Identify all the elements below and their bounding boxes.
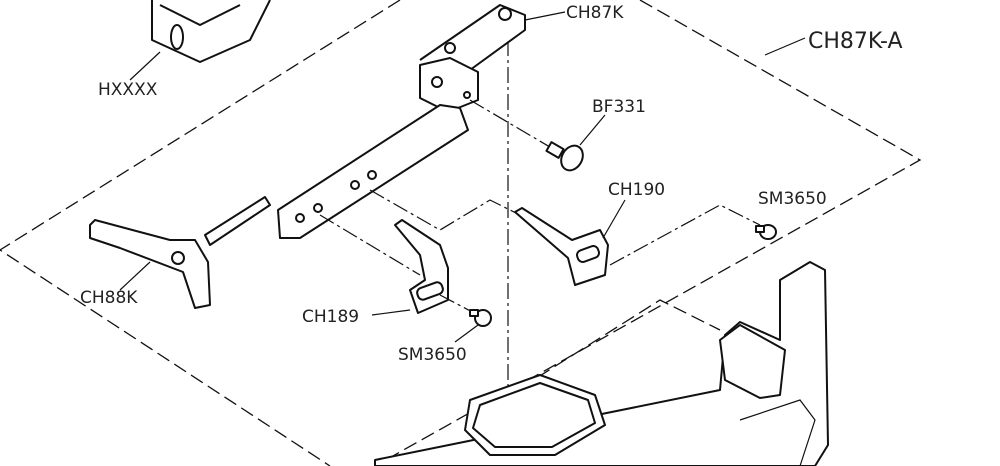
label-bf331: BF331 — [592, 97, 646, 117]
part-sm3650-bottom[interactable] — [469, 309, 492, 327]
label-sm3650-right: SM3650 — [758, 189, 827, 209]
part-ch190[interactable] — [514, 207, 609, 286]
part-base-plate[interactable] — [374, 261, 829, 466]
leader-bf331 — [579, 114, 606, 146]
label-ch189: CH189 — [302, 307, 359, 327]
leader-ch88k — [119, 261, 151, 291]
part-ch88k[interactable] — [89, 219, 211, 309]
axis-ch189 — [319, 214, 421, 276]
axis-bf331 — [469, 99, 556, 151]
assembly-boundary — [0, 0, 922, 466]
part-ch189[interactable] — [394, 219, 449, 314]
label-hxxxx: HXXXX — [98, 80, 158, 100]
part-ch88k-shaft[interactable] — [204, 196, 271, 246]
leader-ch189 — [371, 309, 411, 316]
label-sm3650-bottom: SM3650 — [398, 345, 467, 365]
label-ch87k: CH87K — [566, 3, 624, 23]
label-ch88k: CH88K — [80, 288, 138, 308]
leader-ch87k-a — [764, 37, 806, 56]
part-sm3650-right[interactable] — [755, 224, 777, 240]
leader-sm3650-bottom — [454, 324, 479, 343]
inner-boundary — [469, 299, 721, 421]
leader-hxxxx — [129, 51, 161, 81]
part-hxxxx[interactable] — [151, 0, 271, 63]
part-ch87k[interactable] — [277, 4, 526, 239]
axis-ch190 — [369, 189, 521, 231]
axis-sm3650-right — [609, 204, 761, 266]
label-ch190: CH190 — [608, 180, 665, 200]
leader-ch190 — [602, 199, 626, 239]
label-ch87k-a: CH87K-A — [808, 29, 903, 54]
leader-ch87k — [524, 11, 566, 21]
part-bf331[interactable] — [545, 141, 587, 175]
